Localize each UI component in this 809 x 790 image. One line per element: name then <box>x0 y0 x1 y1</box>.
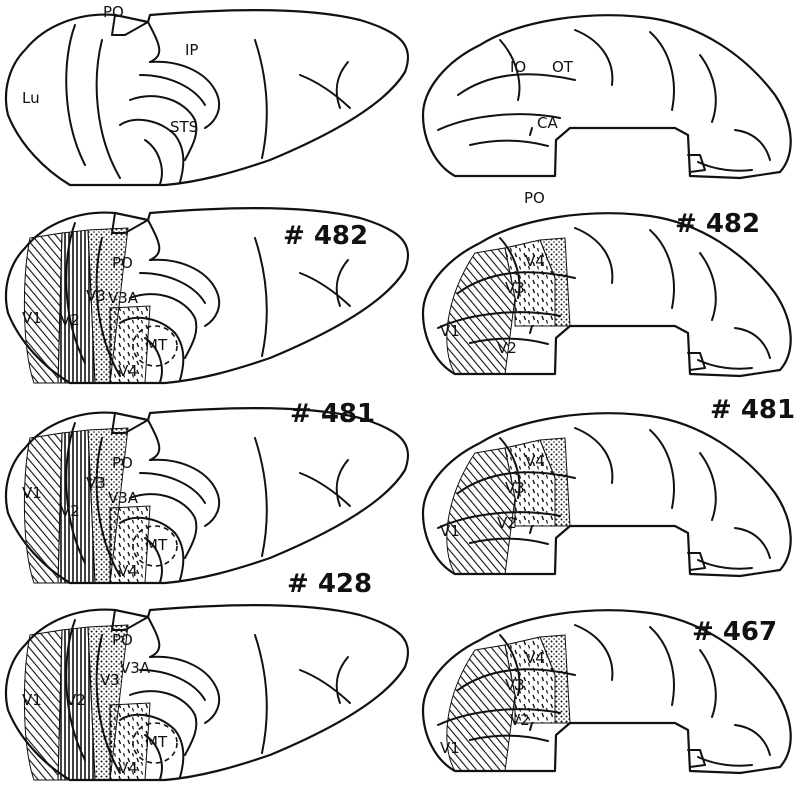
label-v2-lat: V2 <box>497 514 517 532</box>
label-v2: V2 <box>60 311 80 329</box>
label-lu: Lu <box>22 89 40 107</box>
case-number-right-3: # 467 <box>692 617 777 647</box>
case-number-left-1: # 482 <box>283 221 368 251</box>
label-po-lateral: PO <box>524 189 545 207</box>
case-number-right-1: # 482 <box>675 209 760 239</box>
label-v4-lat: V4 <box>525 649 545 667</box>
label-v4: V4 <box>118 562 138 580</box>
lateral-brain-481 <box>423 413 791 576</box>
label-v3: V3 <box>86 287 106 305</box>
label-v1: V1 <box>22 691 42 709</box>
label-v1-lat: V1 <box>440 739 460 757</box>
label-po-top: PO <box>103 3 124 21</box>
label-v3: V3 <box>86 474 106 492</box>
label-po: PO <box>112 254 133 272</box>
medial-brain-481 <box>6 408 408 583</box>
label-v3-lat: V3 <box>505 676 525 694</box>
label-po: PO <box>112 631 133 649</box>
case-number-right-2: # 481 <box>710 395 795 425</box>
label-v1-lat: V1 <box>440 322 460 340</box>
label-v3a: V3A <box>108 289 139 307</box>
label-v3: V3 <box>100 671 120 689</box>
label-v4: V4 <box>118 362 138 380</box>
case-number-left-3: # 428 <box>287 569 372 599</box>
label-v4: V4 <box>118 759 138 777</box>
lateral-brain-reference <box>423 15 791 178</box>
label-v2: V2 <box>60 502 80 520</box>
label-mt: MT <box>145 733 168 751</box>
label-v3-lat: V3 <box>505 479 525 497</box>
label-sts: STS <box>170 118 198 136</box>
label-v1: V1 <box>22 484 42 502</box>
label-v2-lat: V2 <box>497 339 517 357</box>
label-v3-lat: V3 <box>505 279 525 297</box>
label-v1-lat: V1 <box>440 522 460 540</box>
case-number-left-2: # 481 <box>290 399 375 429</box>
label-v3a: V3A <box>120 659 151 677</box>
label-v2: V2 <box>66 691 86 709</box>
label-io: IO <box>510 58 526 76</box>
label-v3a: V3A <box>108 489 139 507</box>
label-ot: OT <box>552 58 574 76</box>
label-mt: MT <box>145 336 168 354</box>
label-v4-lat: V4 <box>525 252 545 270</box>
label-ip: IP <box>185 41 198 59</box>
label-mt: MT <box>145 536 168 554</box>
label-v1: V1 <box>22 309 42 327</box>
label-po: PO <box>112 454 133 472</box>
medial-brain-reference <box>6 10 408 185</box>
label-ca: CA <box>537 114 558 132</box>
label-v2-lat: V2 <box>510 711 530 729</box>
label-v4-lat: V4 <box>525 452 545 470</box>
